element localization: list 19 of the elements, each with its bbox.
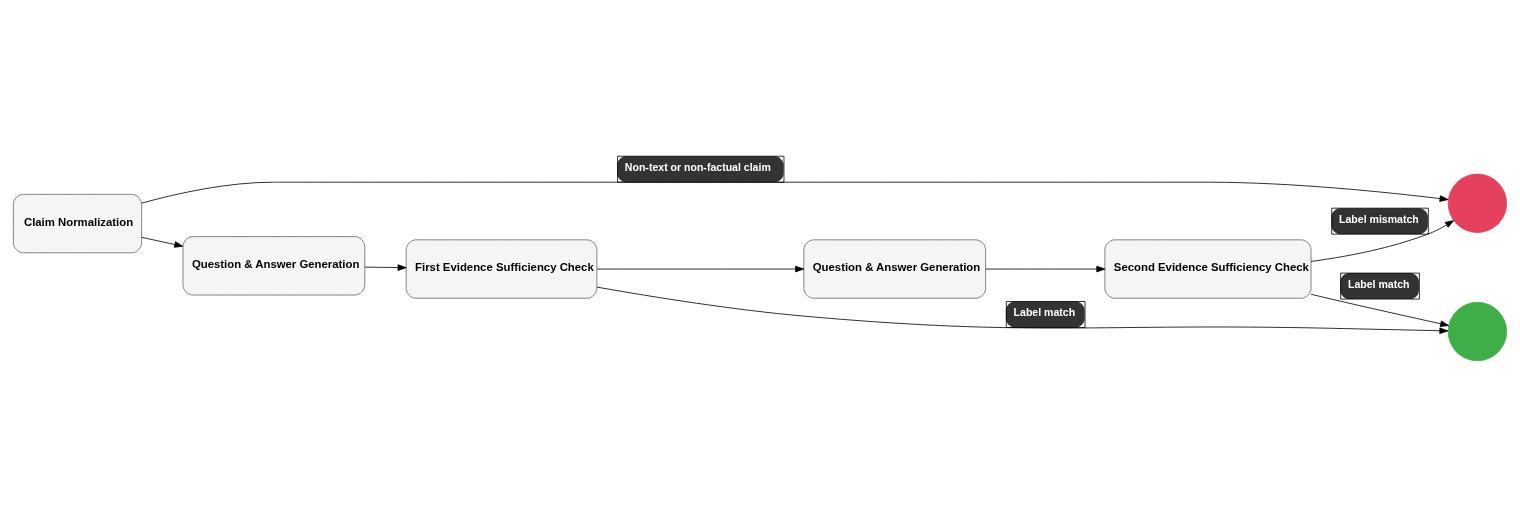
node-box: First Evidence Sufficiency Check xyxy=(405,238,598,299)
edge-label: Label match xyxy=(1013,305,1076,318)
arrow xyxy=(1310,219,1454,262)
arrow xyxy=(596,265,805,272)
node-box: Question & Answer Generation xyxy=(182,235,366,295)
node-circle xyxy=(1447,301,1508,361)
arrow xyxy=(985,265,1106,272)
arrow xyxy=(596,286,1449,334)
edge-label: Label match xyxy=(1347,277,1410,290)
arrow xyxy=(1310,293,1450,327)
arrow xyxy=(141,236,184,248)
node-box: Question & Answer Generation xyxy=(803,238,986,299)
edge-label: Label mismatch xyxy=(1339,212,1419,225)
node-box: Second Evidence Sufficiency Check xyxy=(1104,238,1312,299)
node-box: Claim Normalization xyxy=(12,193,142,253)
arrow xyxy=(141,181,1449,204)
edge-label: Non-text or non-factual claim xyxy=(624,160,771,173)
arrow xyxy=(364,263,407,271)
node-circle xyxy=(1447,173,1508,233)
